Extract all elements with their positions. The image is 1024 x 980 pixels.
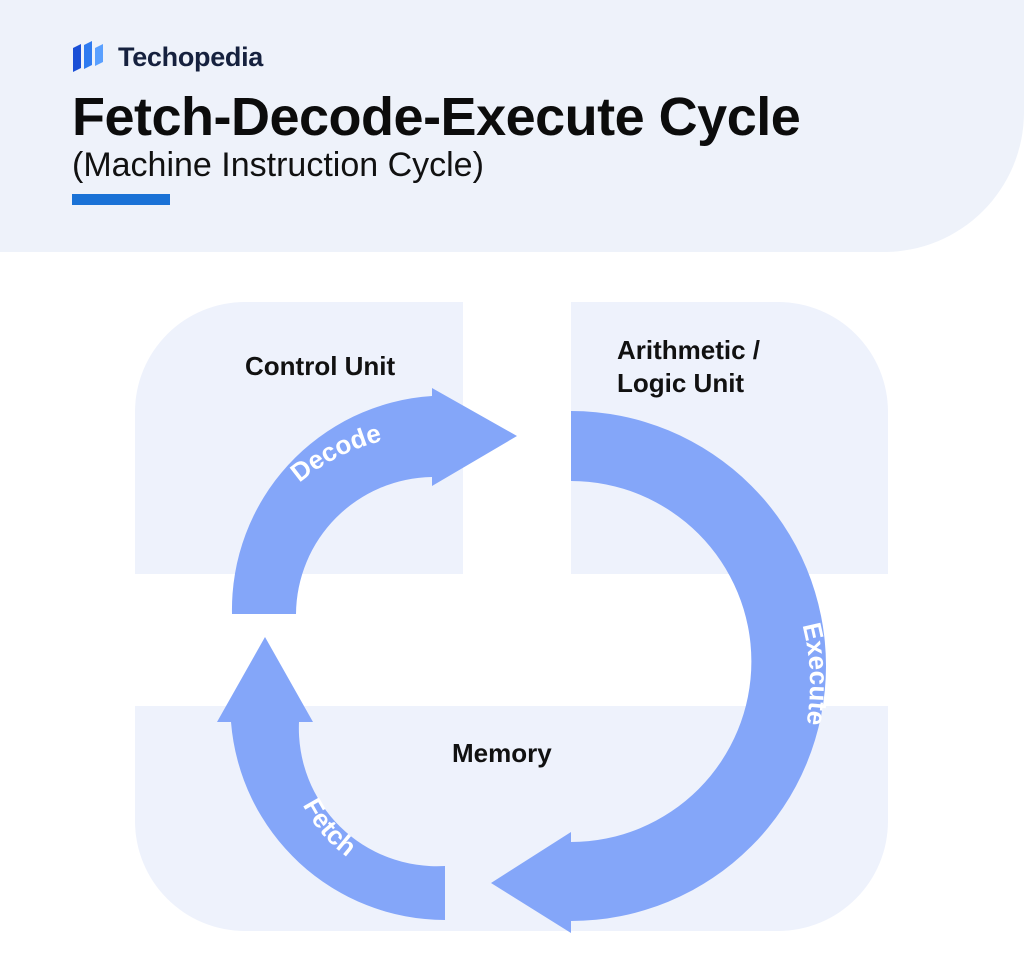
page-title: Fetch-Decode-Execute Cycle [72, 87, 801, 147]
brand: Techopedia [72, 40, 263, 74]
execute-arrow [491, 411, 826, 933]
header-band [0, 0, 1024, 252]
memory-label: Memory [452, 738, 552, 768]
control-unit-label: Control Unit [245, 351, 396, 381]
brand-name: Techopedia [118, 41, 264, 72]
techopedia-logo-icon [73, 41, 103, 72]
fetch-arrow [217, 637, 445, 920]
page-subtitle: (Machine Instruction Cycle) [72, 146, 484, 184]
alu-label: Arithmetic / Logic Unit [617, 335, 761, 398]
title-accent-bar [72, 194, 170, 205]
decode-arrow [231, 388, 517, 614]
